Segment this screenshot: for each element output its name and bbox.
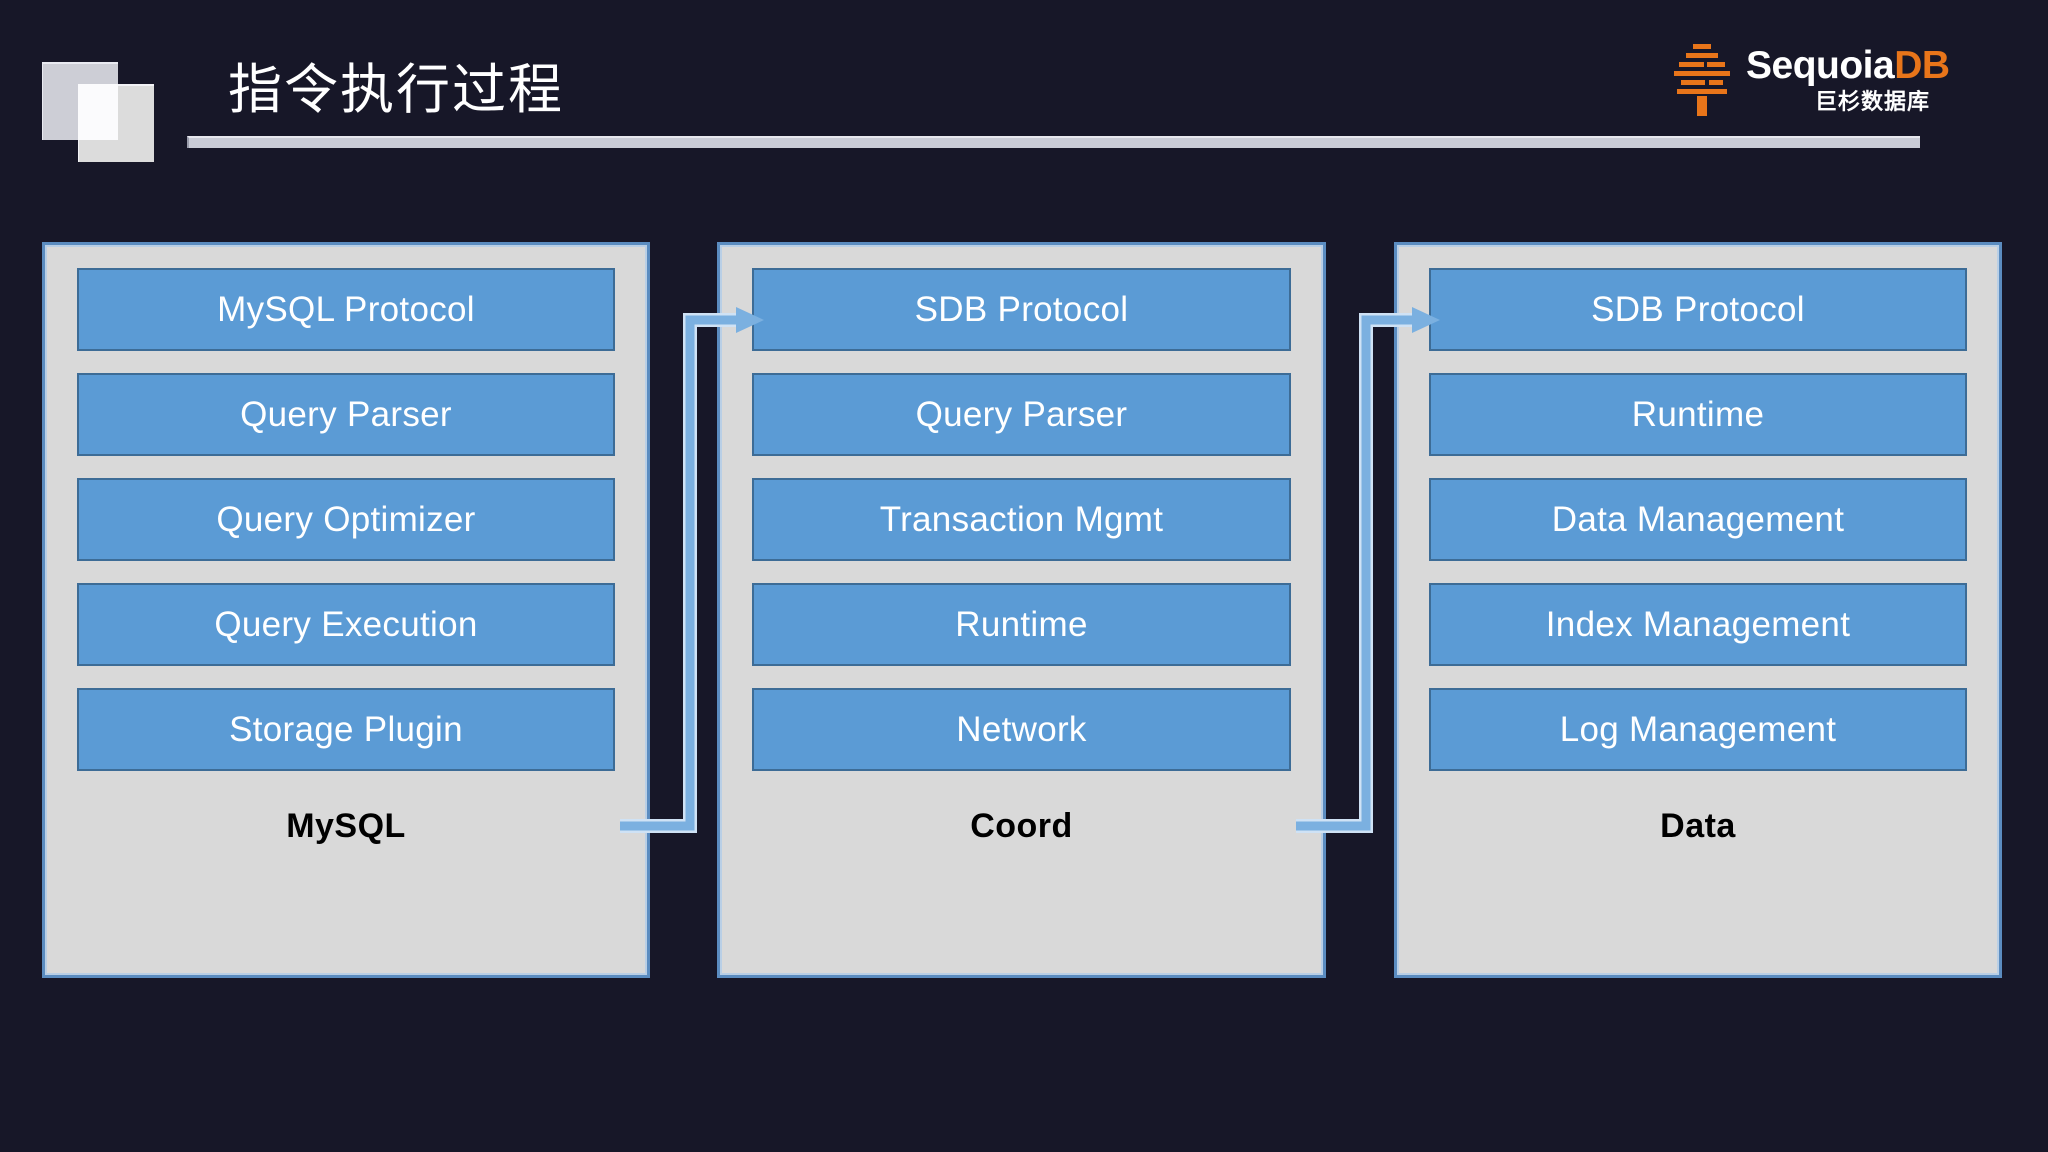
logo-word-primary: Sequoia	[1746, 44, 1895, 87]
layer-block[interactable]: Runtime	[752, 583, 1291, 666]
layer-block[interactable]: Query Execution	[77, 583, 615, 666]
layer-block[interactable]: SDB Protocol	[752, 268, 1291, 351]
title-divider	[187, 136, 1920, 148]
diagram-column-mysql: MySQL Protocol Query Parser Query Optimi…	[42, 242, 650, 978]
layer-block[interactable]: Query Parser	[752, 373, 1291, 456]
page-title: 指令执行过程	[228, 58, 564, 121]
diagram-column-coord: SDB Protocol Query Parser Transaction Mg…	[717, 242, 1326, 978]
logo-chinese-name: 巨杉数据库	[1814, 90, 1930, 115]
layer-block[interactable]: SDB Protocol	[1429, 268, 1967, 351]
sequoia-tree-icon	[1674, 44, 1730, 116]
column-label: MySQL	[286, 807, 406, 845]
layer-block[interactable]: Query Parser	[77, 373, 615, 456]
layer-block[interactable]: MySQL Protocol	[77, 268, 615, 351]
logo-word-accent: DB	[1894, 44, 1950, 87]
layer-stack-mysql: MySQL Protocol Query Parser Query Optimi…	[45, 245, 647, 771]
layer-block[interactable]: Network	[752, 688, 1291, 771]
diagram-column-data: SDB Protocol Runtime Data Management Ind…	[1394, 242, 2002, 978]
layer-stack-data: SDB Protocol Runtime Data Management Ind…	[1397, 245, 1999, 771]
layer-block[interactable]: Storage Plugin	[77, 688, 615, 771]
layer-block[interactable]: Query Optimizer	[77, 478, 615, 561]
layer-block[interactable]: Transaction Mgmt	[752, 478, 1291, 561]
layer-block[interactable]: Log Management	[1429, 688, 1967, 771]
slide-header: 指令执行过程 SequoiaDB 巨杉数据库	[0, 0, 2048, 190]
layer-stack-coord: SDB Protocol Query Parser Transaction Mg…	[720, 245, 1323, 771]
layer-block[interactable]: Runtime	[1429, 373, 1967, 456]
logo-wordmark: SequoiaDB	[1746, 44, 1950, 88]
column-label: Data	[1660, 807, 1736, 845]
sequoiadb-logo: SequoiaDB 巨杉数据库	[1668, 40, 1950, 130]
layer-block[interactable]: Data Management	[1429, 478, 1967, 561]
decor-square-overlap-icon	[78, 84, 118, 140]
layer-block[interactable]: Index Management	[1429, 583, 1967, 666]
column-label: Coord	[970, 807, 1073, 845]
